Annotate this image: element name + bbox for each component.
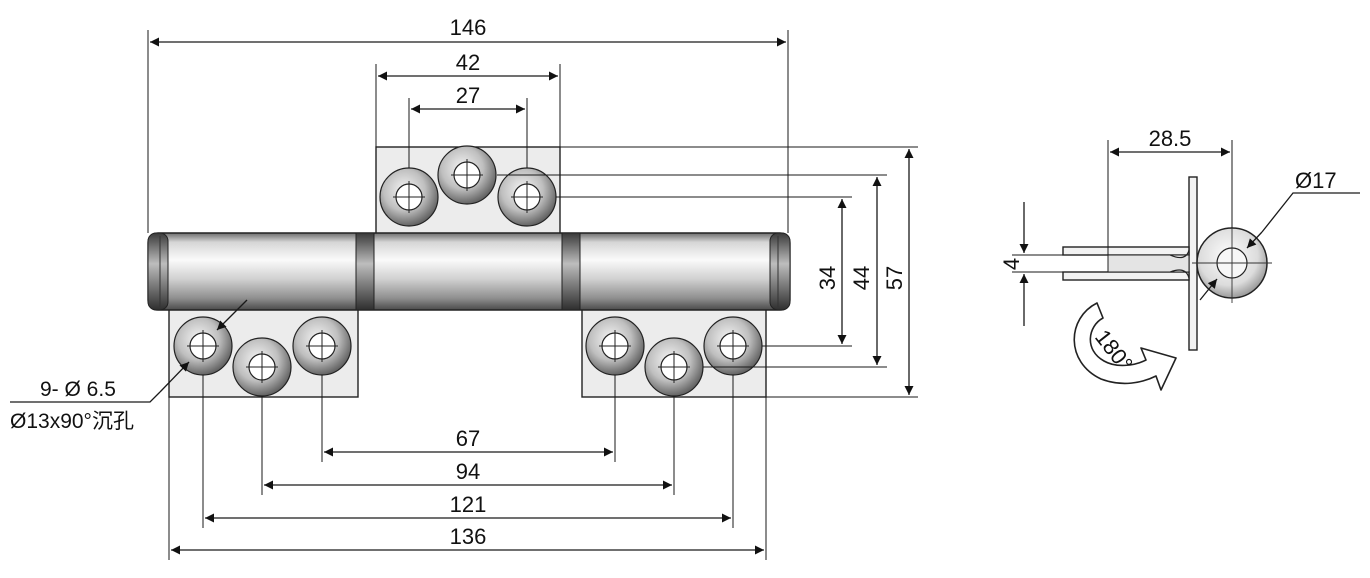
hinge-barrel: [147, 232, 791, 311]
dim-label-42: 42: [456, 50, 480, 75]
hole-note-line1: 9- Ø 6.5: [40, 378, 116, 401]
dimension-bottom-outer: 121: [202, 375, 734, 528]
dim-label-diameter-17: Ø17: [1295, 168, 1337, 193]
hole-bottom-right-2: [644, 337, 704, 397]
dimension-bottom-overall: 136: [168, 397, 767, 560]
dimension-height-inner: 34: [815, 199, 847, 344]
dim-label-136: 136: [450, 524, 487, 549]
dimension-knuckle-diameter: Ø17: [1199, 168, 1360, 301]
dim-label-44: 44: [849, 266, 874, 290]
dimension-bottom-mid: 94: [261, 396, 675, 495]
dimension-top-hole-spacing: 27: [408, 83, 528, 168]
hole-note-line2: Ø13x90°沉孔: [10, 410, 134, 433]
hole-top-left: [379, 167, 439, 227]
rotation-arrow-icon: [1073, 302, 1177, 391]
hole-bottom-left-2: [232, 337, 292, 397]
countersunk-holes: [173, 145, 763, 397]
dimension-side-width: 28.5: [1107, 126, 1233, 255]
dim-label-27: 27: [456, 83, 480, 108]
dimension-height-mid: 44: [849, 177, 882, 365]
hole-bottom-right-3: [703, 316, 763, 376]
dim-label-57: 57: [882, 266, 907, 290]
dimension-overall-length: 146: [147, 15, 789, 233]
dim-label-34: 34: [815, 266, 840, 290]
dimension-height-overall: 57: [882, 149, 914, 395]
height-extension-lines: [497, 146, 918, 398]
dim-label-28-5: 28.5: [1149, 126, 1192, 151]
hole-bottom-left-3: [292, 316, 352, 376]
dim-label-4: 4: [999, 258, 1024, 270]
dim-label-94: 94: [456, 459, 480, 484]
dimension-top-leaf-width: 42: [375, 50, 561, 147]
dim-label-146: 146: [450, 15, 487, 40]
dim-label-121: 121: [450, 492, 487, 517]
dim-label-67: 67: [456, 426, 480, 451]
rotation-indicator: 180°: [1073, 302, 1177, 391]
dimension-bottom-inner: 67: [321, 375, 616, 462]
hole-top-center: [437, 145, 497, 205]
hole-callout: 9- Ø 6.5 Ø13x90°沉孔: [10, 299, 248, 433]
hole-bottom-left-1: [173, 316, 233, 376]
hole-bottom-right-1: [585, 316, 645, 376]
hole-top-right: [497, 167, 557, 227]
dimension-side-gap: 4: [999, 202, 1063, 326]
